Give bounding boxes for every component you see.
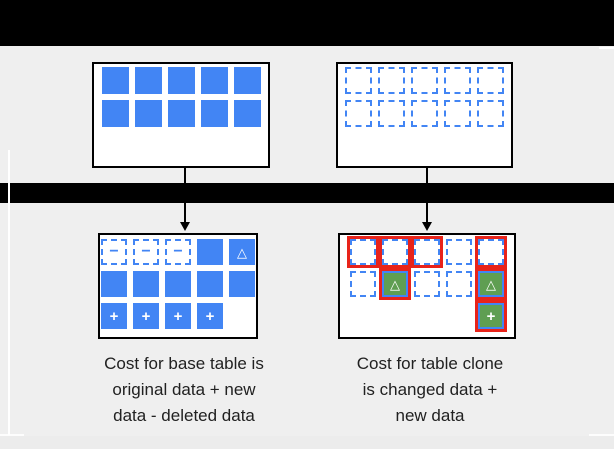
cell-dashed	[477, 100, 504, 127]
caption-line: original data + new	[112, 380, 256, 399]
plus-icon: +	[486, 307, 496, 325]
cell-dashed	[411, 100, 438, 127]
caption-line: is changed data +	[362, 380, 498, 399]
cell-dashed	[444, 67, 471, 94]
table-clone-initial-box	[336, 62, 513, 168]
table-row: △△	[350, 271, 504, 297]
table-row	[101, 100, 261, 127]
cell-dashed-red	[414, 239, 440, 265]
cell-filled	[233, 100, 261, 127]
base-table-after-changes-box: − − − △ + + + +	[98, 233, 258, 339]
seam-line-bottom-right	[589, 434, 614, 436]
cell-filled	[197, 239, 223, 265]
triangle-delta-icon: △	[390, 276, 400, 292]
caption-line: Cost for table clone	[356, 354, 504, 373]
table-row	[345, 67, 504, 94]
cell-filled-triangle: △	[229, 239, 255, 265]
caption-line: data - deleted data	[113, 406, 255, 425]
caption-table-clone: Cost for table clone is changed data + n…	[305, 351, 555, 429]
base-table-original-box	[92, 62, 270, 168]
triangle-delta-icon: △	[237, 244, 247, 260]
cell-filled	[134, 67, 162, 94]
cell-dashed	[345, 100, 372, 127]
table-clone-after-changes-grid: △△+	[340, 235, 514, 329]
base-table-after-changes-grid: − − − △ + + + +	[100, 235, 256, 329]
cell-dashed-red	[478, 239, 504, 265]
cell-filled-plus: +	[197, 303, 223, 329]
plus-icon: +	[173, 307, 183, 325]
middle-black-band	[0, 183, 614, 203]
arrow-right-line	[426, 168, 428, 223]
seam-line-bottom-left	[0, 434, 24, 436]
caption-line: Cost for base table is	[104, 354, 264, 373]
cell-dashed	[446, 239, 472, 265]
arrow-left-head-icon	[180, 222, 190, 231]
table-row	[345, 100, 504, 127]
seam-line-top-right	[599, 47, 614, 49]
table-row	[350, 239, 504, 265]
table-row: − − − △	[101, 239, 255, 265]
bottom-gray-strip	[0, 436, 614, 449]
minus-icon: −	[173, 243, 183, 260]
cell-green-plus-red: +	[478, 303, 504, 329]
table-row	[101, 271, 255, 297]
cell-filled-plus: +	[101, 303, 127, 329]
cell-dashed	[414, 271, 440, 297]
cell-green-triangle-red: △	[382, 271, 408, 297]
cell-filled	[167, 100, 195, 127]
cell-dashed-red	[350, 239, 376, 265]
cell-dashed	[378, 100, 405, 127]
plus-icon: +	[141, 307, 151, 325]
table-row: +	[350, 303, 504, 329]
cell-dashed	[411, 67, 438, 94]
cell-dashed	[350, 271, 376, 297]
table-clone-initial-grid	[338, 64, 511, 127]
cell-dashed-red	[382, 239, 408, 265]
cell-filled	[133, 271, 159, 297]
top-black-bar	[0, 0, 614, 46]
cell-dashed-minus: −	[133, 239, 159, 265]
cell-filled	[200, 67, 228, 94]
minus-icon: −	[109, 243, 119, 260]
cell-dashed	[477, 67, 504, 94]
cell-dashed	[444, 100, 471, 127]
table-clone-after-changes-box: △△+	[338, 233, 516, 339]
cell-filled	[101, 67, 129, 94]
cell-green-triangle-red: △	[478, 271, 504, 297]
table-row: + + + +	[101, 303, 255, 329]
cell-dashed	[446, 271, 472, 297]
seam-line-left	[8, 150, 10, 435]
cell-filled-plus: +	[133, 303, 159, 329]
arrow-right-head-icon	[422, 222, 432, 231]
triangle-delta-icon: △	[486, 276, 496, 292]
cell-filled	[229, 271, 255, 297]
table-row	[101, 67, 261, 94]
arrow-left-line	[184, 168, 186, 223]
cell-filled	[200, 100, 228, 127]
cell-filled	[165, 271, 191, 297]
cell-filled	[101, 100, 129, 127]
cell-filled	[197, 271, 223, 297]
cell-filled-plus: +	[165, 303, 191, 329]
cell-filled	[233, 67, 261, 94]
cell-filled	[101, 271, 127, 297]
caption-line: new data	[395, 406, 465, 425]
cell-filled	[134, 100, 162, 127]
cell-dashed-minus: −	[101, 239, 127, 265]
caption-base-table: Cost for base table is original data + n…	[59, 351, 309, 429]
cell-dashed	[378, 67, 405, 94]
cell-dashed	[345, 67, 372, 94]
plus-icon: +	[109, 307, 119, 325]
cell-filled	[167, 67, 195, 94]
base-table-original-grid	[94, 64, 268, 127]
minus-icon: −	[141, 243, 151, 260]
cell-dashed-minus: −	[165, 239, 191, 265]
plus-icon: +	[205, 307, 215, 325]
